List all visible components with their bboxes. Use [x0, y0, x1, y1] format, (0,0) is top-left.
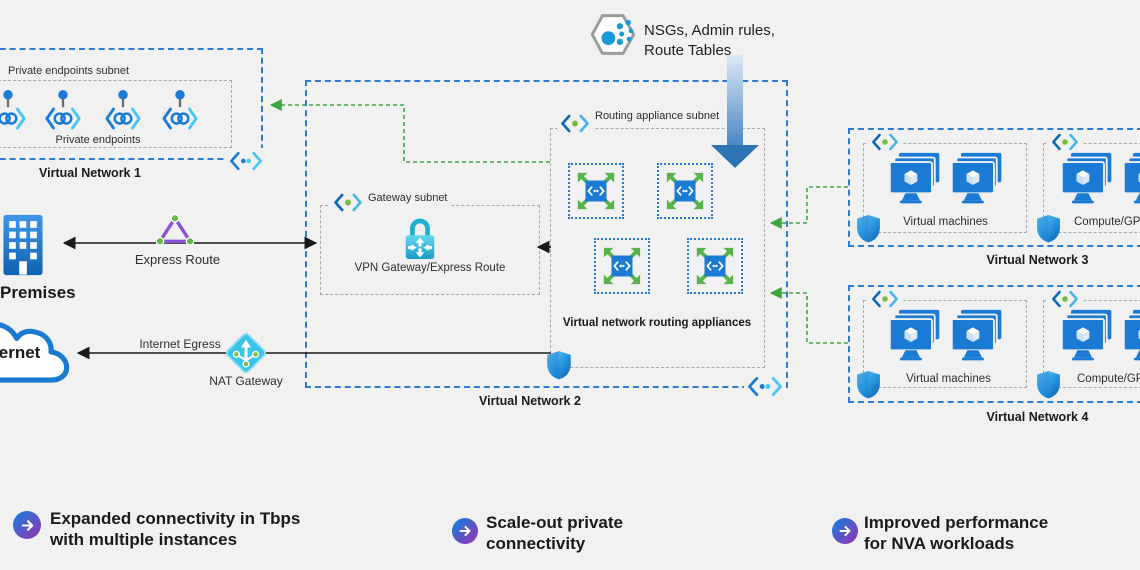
subnet-icon	[868, 131, 902, 153]
vnet4-title: Virtual Network 4	[986, 410, 1089, 424]
private-endpoint-icon	[0, 88, 27, 132]
routing-subnet-title: Routing appliance subnet	[592, 109, 723, 124]
bullet-1-text: Expanded connectivity in Tbps with multi…	[50, 509, 301, 550]
nsg-apply-arrow	[711, 55, 759, 168]
nat-gateway-icon	[224, 331, 268, 375]
subnet-icon	[1048, 288, 1082, 310]
virtual-machine-icon	[1122, 309, 1140, 364]
vnet4-compute-label: Compute/GPU	[1074, 372, 1140, 388]
vpn-gateway-label: VPN Gateway/Express Route	[354, 262, 506, 274]
private-endpoint-icon	[44, 88, 82, 132]
vnet2-routing-subnet-box	[550, 128, 765, 368]
bullet-3-text: Improved performance for NVA workloads	[864, 513, 1049, 554]
vnet4-box	[848, 285, 1140, 403]
vnet1-private-endpoints-subnet-box	[0, 80, 232, 148]
vnet1-title: Virtual Network 1	[39, 166, 141, 180]
vnet3-title: Virtual Network 3	[986, 253, 1089, 267]
vnet3-compute-box	[1043, 143, 1140, 233]
vnet4-vm-box	[863, 300, 1027, 388]
shield-icon	[856, 370, 881, 399]
vnet3-compute-label: Compute/GPU	[1074, 216, 1140, 228]
virtual-machine-icon	[888, 152, 943, 207]
virtual-machine-icon	[950, 309, 1005, 364]
vnet2-box	[305, 80, 788, 388]
subnet-icon	[330, 191, 366, 214]
gateway-subnet-title: Gateway subnet	[365, 191, 451, 206]
shield-icon	[1036, 370, 1061, 399]
bullet-arrow-icon	[452, 518, 478, 544]
vnet4-vm-label: Virtual machines	[878, 372, 1019, 388]
express-route-icon	[156, 214, 194, 246]
shield-icon	[1036, 214, 1061, 243]
routing-appliance-icon	[568, 163, 624, 219]
virtual-machine-icon	[1060, 309, 1115, 364]
vnet1-subnet-title: Private endpoints subnet	[5, 64, 133, 79]
routing-appliances-label: Virtual network routing appliances	[562, 317, 752, 329]
virtual-network-icon	[744, 373, 786, 400]
routing-appliance-icon	[687, 238, 743, 294]
virtual-machine-icon	[1060, 152, 1115, 207]
bullet-arrow-icon	[13, 511, 41, 539]
virtual-machine-icon	[888, 309, 943, 364]
virtual-machine-icon	[950, 152, 1005, 207]
shield-icon	[546, 350, 572, 380]
building-icon	[2, 212, 44, 278]
virtual-network-icon	[226, 148, 266, 174]
vnet1-box	[0, 48, 263, 160]
vnet3-box	[848, 128, 1140, 247]
subnet-icon	[868, 288, 902, 310]
internet-label: Internet	[0, 343, 41, 362]
subnet-icon	[1048, 131, 1082, 153]
vnet2-title: Virtual Network 2	[479, 394, 581, 408]
routing-appliance-icon	[594, 238, 650, 294]
vnet1-endpoints-label: Private endpoints	[55, 134, 141, 146]
bullet-arrow-icon	[832, 518, 858, 544]
subnet-icon	[557, 112, 593, 135]
virtual-machine-icon	[1122, 152, 1140, 207]
private-endpoint-icon	[161, 88, 199, 132]
vnet3-vm-box	[863, 143, 1027, 233]
nsg-hexagon-icon	[590, 13, 636, 56]
vpn-gateway-lock-icon	[401, 213, 439, 265]
shield-icon	[856, 214, 881, 243]
bullet-2-text: Scale-out private connectivity	[486, 513, 623, 554]
private-endpoint-icon	[104, 88, 142, 132]
premises-label: Premises	[0, 283, 76, 302]
vnet3-vm-label: Virtual machines	[903, 216, 988, 228]
vnet4-compute-box	[1043, 300, 1140, 388]
express-route-label: Express Route	[134, 252, 221, 267]
nat-gateway-label: NAT Gateway	[209, 374, 283, 388]
routing-appliance-icon	[657, 163, 713, 219]
nsg-note-label: NSGs, Admin rules, Route Tables	[644, 22, 775, 59]
internet-egress-label: Internet Egress	[139, 337, 221, 351]
